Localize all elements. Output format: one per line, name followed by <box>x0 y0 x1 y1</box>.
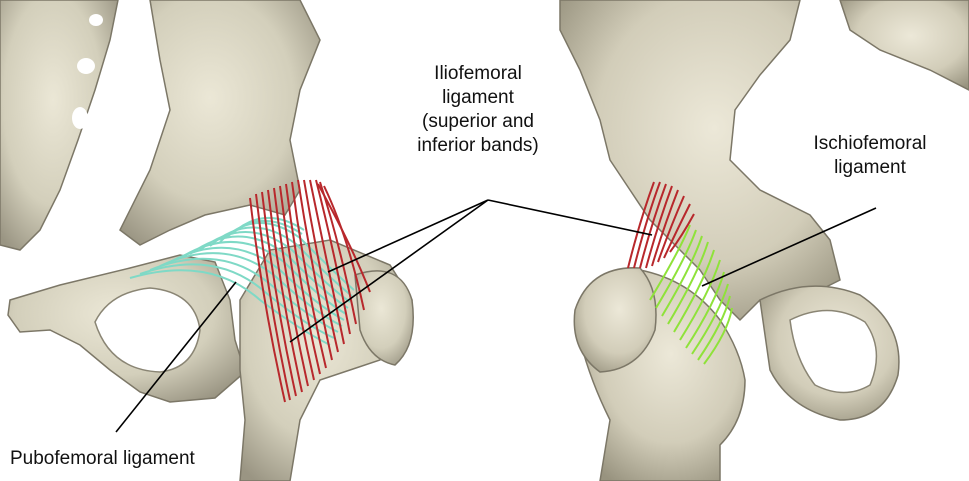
iliofemoral-label-line-1: Iliofemoral <box>378 62 578 86</box>
iliofemoral-ligament-label: Iliofemoral ligament (superior and infer… <box>378 62 578 158</box>
ischiofemoral-label-line-2: ligament <box>790 156 950 180</box>
iliofemoral-label-line-2: ligament <box>378 86 578 110</box>
ischiofemoral-label-line-1: Ischiofemoral <box>790 132 950 156</box>
pubofemoral-ligament-label: Pubofemoral ligament <box>10 447 195 471</box>
left-hip-bone-illustration <box>0 0 413 481</box>
right-hip-bone-illustration <box>560 0 969 481</box>
ischiofemoral-ligament-label: Ischiofemoral ligament <box>790 132 950 180</box>
iliofemoral-label-line-4: inferior bands) <box>378 134 578 158</box>
iliofemoral-leader-right <box>488 200 652 235</box>
iliofemoral-leader-superior <box>328 200 488 272</box>
iliofemoral-label-line-3: (superior and <box>378 110 578 134</box>
